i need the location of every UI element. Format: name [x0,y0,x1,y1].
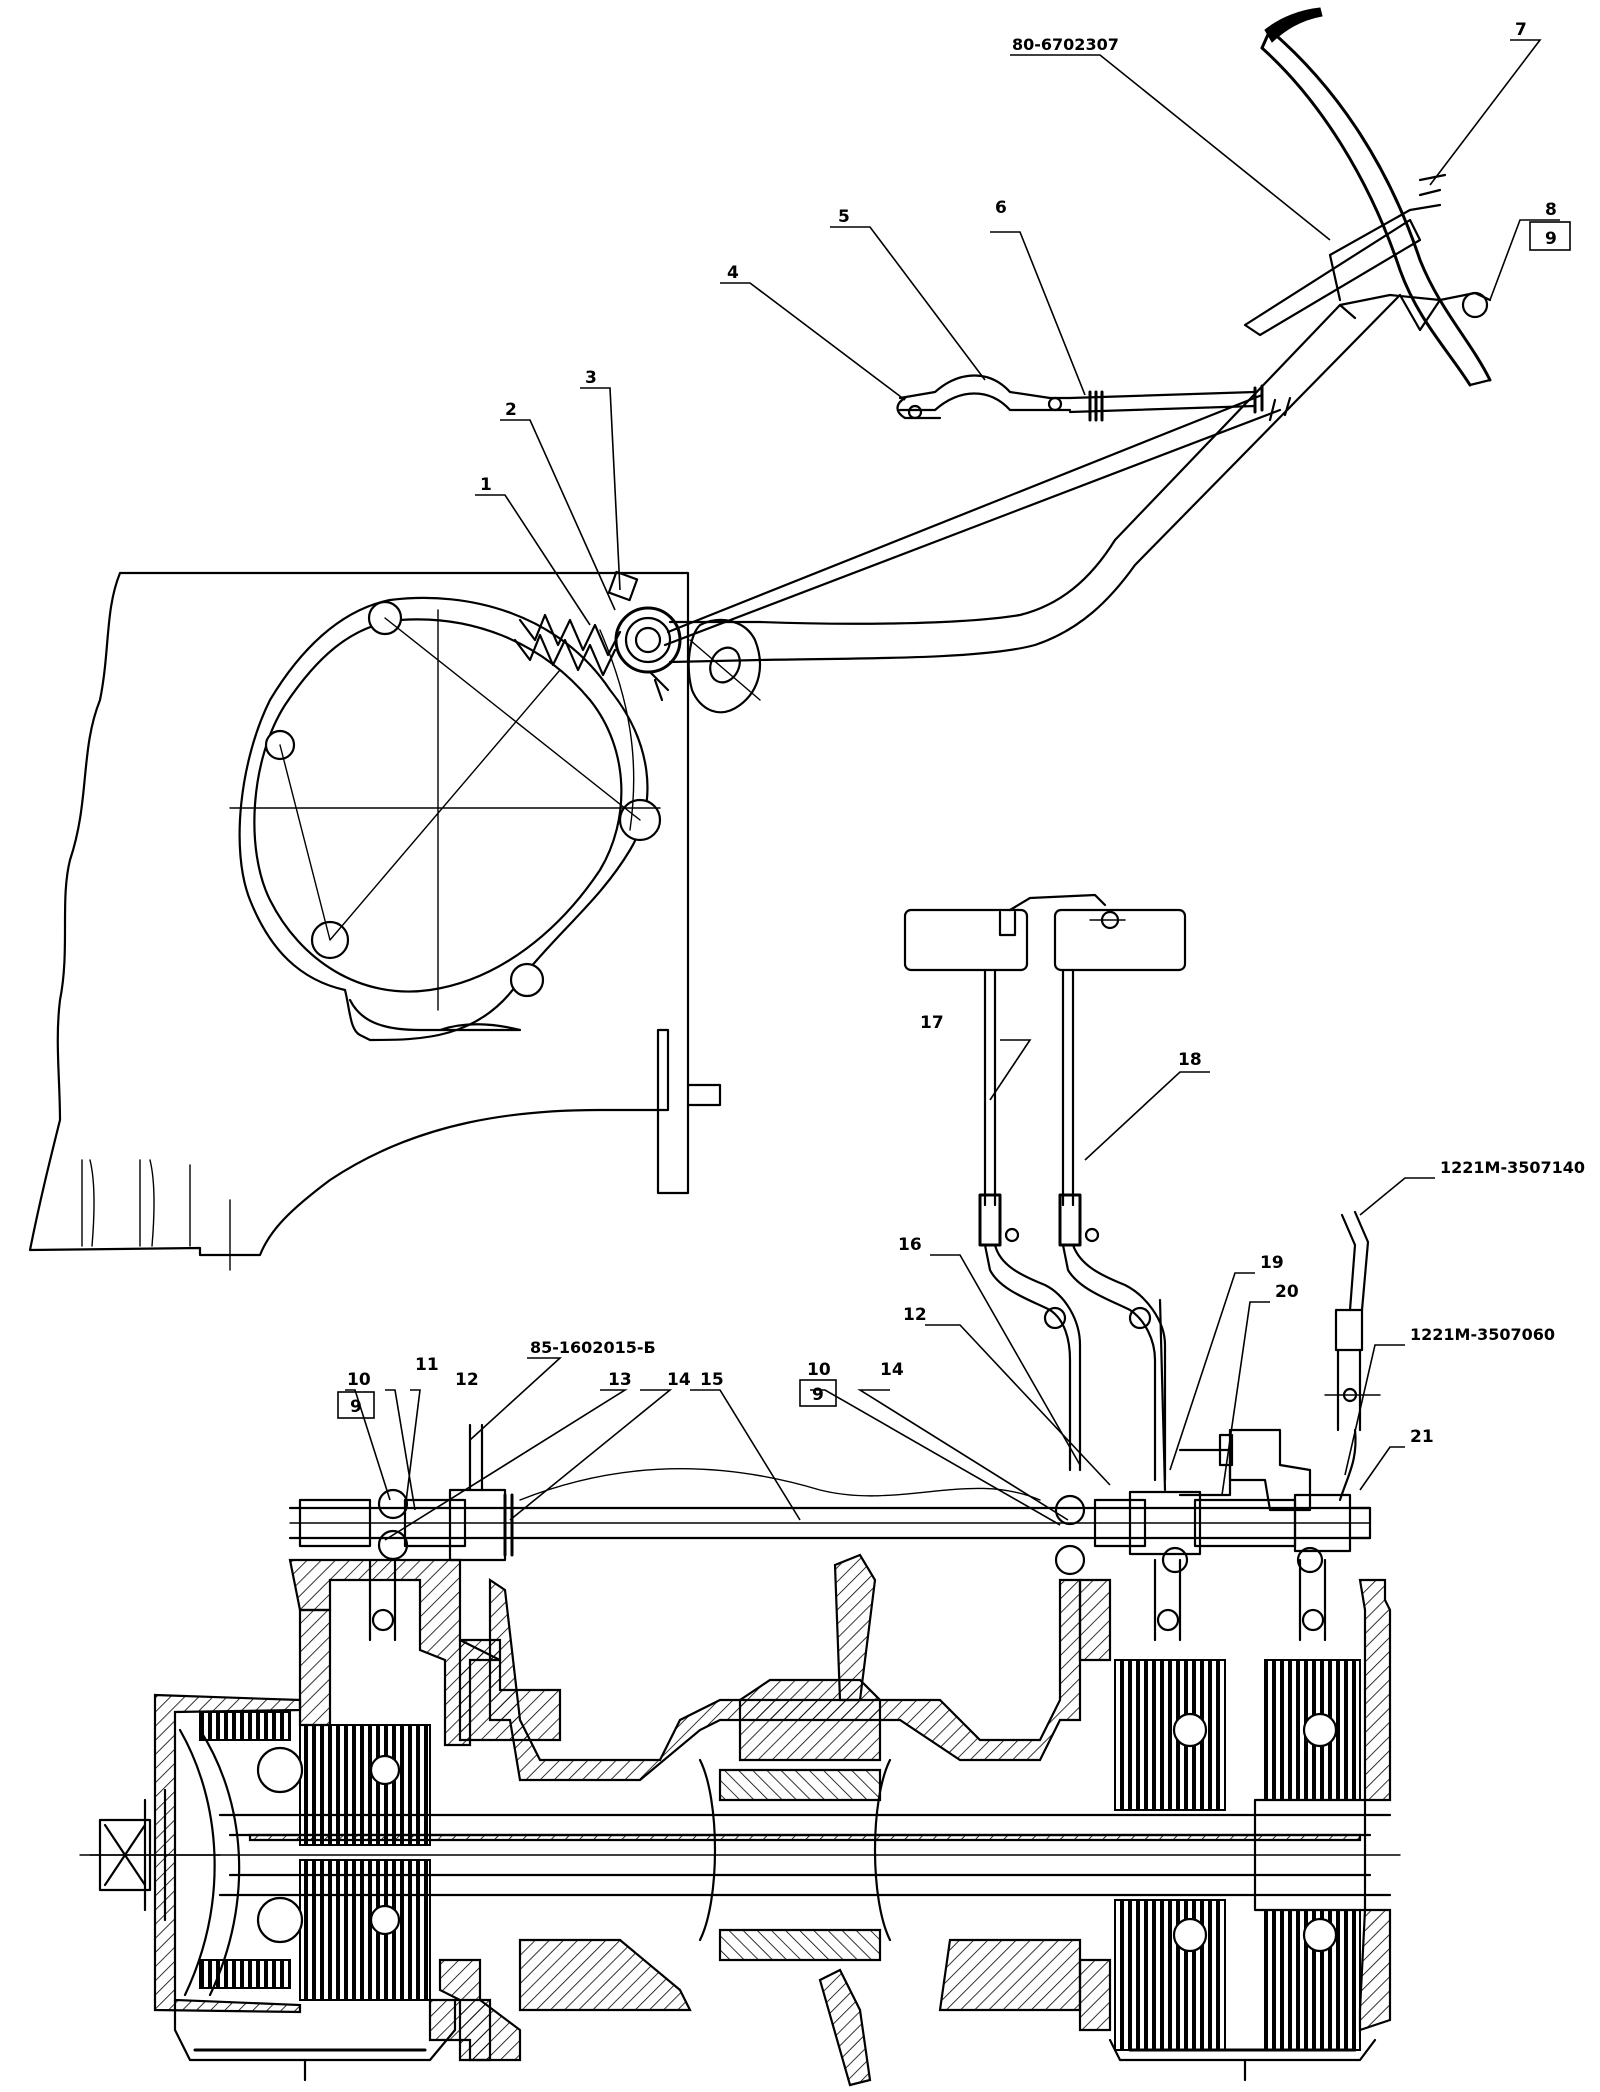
callout-9-box-left [337,1391,375,1419]
part-80-6702307: 80-6702307 [1012,35,1119,54]
callout-2: 2 [505,400,517,420]
callout-8: 8 [1545,200,1557,220]
callout-10-left: 10 [347,1370,371,1390]
pivot-assembly [607,570,762,714]
callout-11: 11 [415,1355,439,1375]
callout-labels: 1 2 3 4 5 6 7 8 9 80-6702307 17 18 16 12… [337,20,1585,1447]
round-cover [229,596,662,1042]
callout-14-mid: 14 [880,1360,904,1380]
callout-16: 16 [898,1235,922,1255]
callout-9-mid: 9 [812,1385,824,1405]
housing-outline [28,571,722,1271]
lower-view [79,893,1401,2087]
main-housing [79,1553,1401,2087]
callout-13: 13 [608,1370,632,1390]
callout-1: 1 [480,475,492,495]
pedal-lever [663,7,1492,664]
callout-9-box-top [1529,221,1571,251]
callout-15: 15 [700,1370,724,1390]
callout-9-left: 9 [350,1397,362,1417]
callout-7: 7 [1515,20,1527,40]
upper-view [28,7,1492,1271]
callout-19: 19 [1260,1253,1284,1273]
leader-lines [345,39,1560,1541]
callout-10-mid: 10 [807,1360,831,1380]
cross-shaft [288,1423,1372,1576]
part-1221M-3507060: 1221М-3507060 [1410,1325,1555,1344]
callout-5: 5 [838,207,850,227]
part-85-1602015-B: 85-1602015-Б [530,1338,656,1357]
callout-17: 17 [920,1013,944,1033]
upper-rod [896,374,1264,422]
callout-12-right: 12 [903,1305,927,1325]
callout-9-box-mid [799,1379,837,1407]
callout-3: 3 [585,368,597,388]
callout-9-top: 9 [1545,229,1557,249]
callout-18: 18 [1178,1050,1202,1070]
callout-20: 20 [1275,1282,1299,1302]
part-1221M-3507140: 1221М-3507140 [1440,1158,1585,1177]
callout-21: 21 [1410,1427,1434,1447]
callout-12-left: 12 [455,1370,479,1390]
callout-4: 4 [727,263,739,283]
callout-14-left: 14 [667,1370,691,1390]
callout-6: 6 [995,198,1007,218]
brake-pedals [903,893,1187,1492]
